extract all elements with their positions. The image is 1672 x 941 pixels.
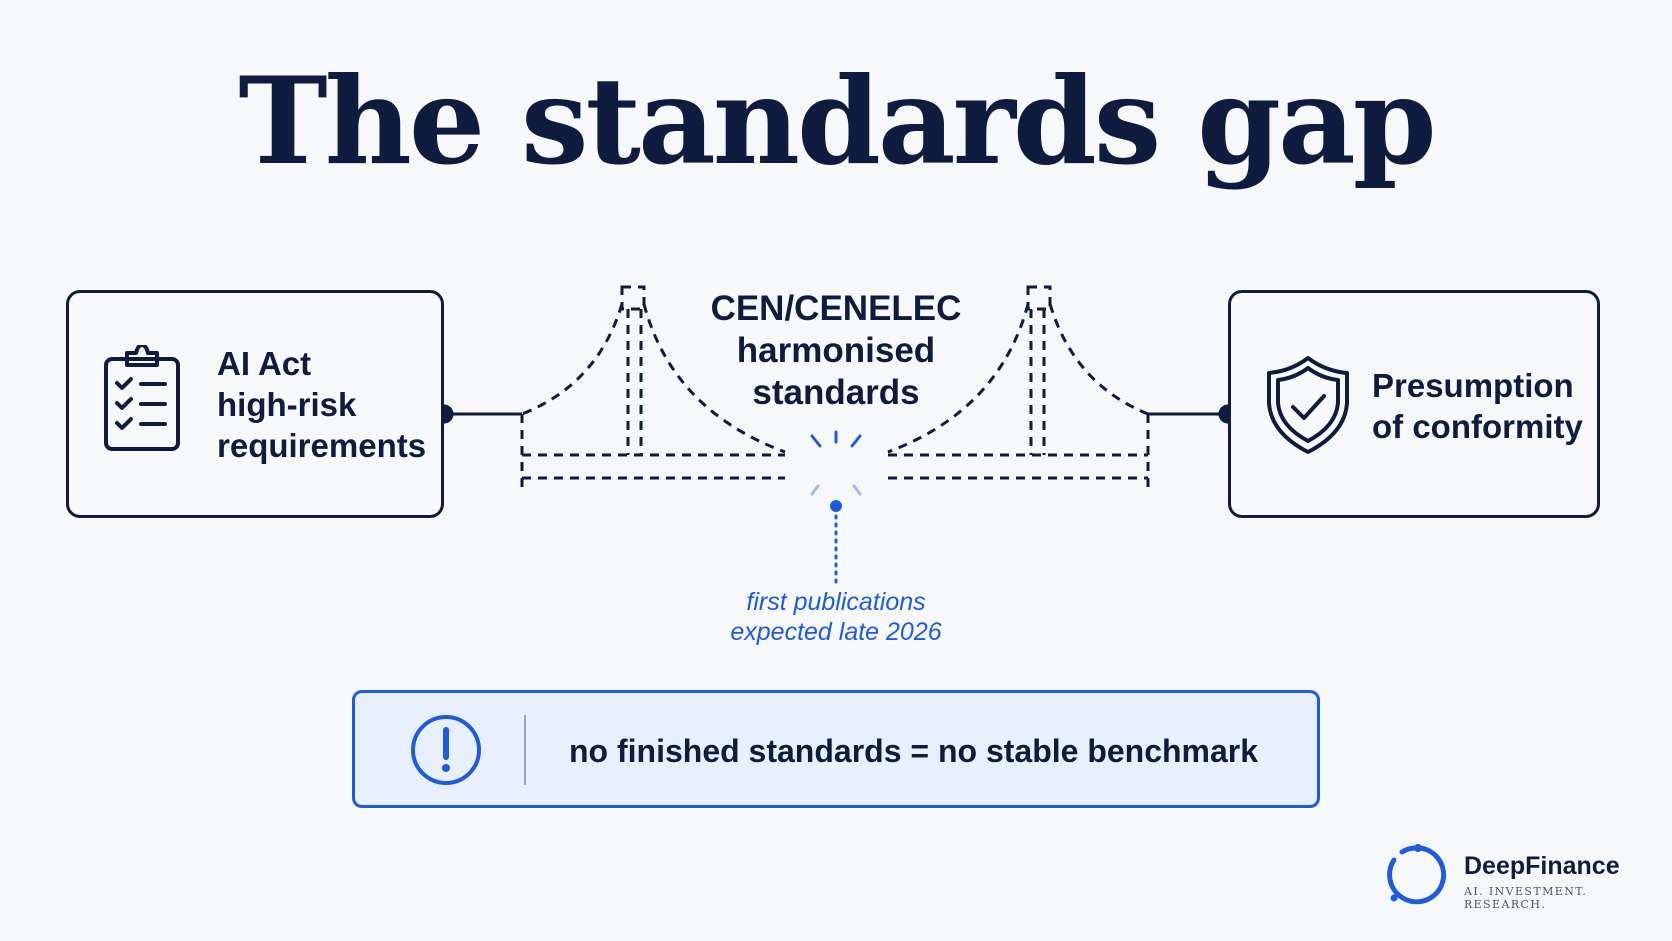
shield-check-icon	[1267, 356, 1349, 454]
presumption-label-line: of conformity	[1372, 408, 1583, 445]
brand-tagline: AI. INVESTMENT. RESEARCH.	[1464, 885, 1588, 911]
presumption-box: Presumption of conformity	[1228, 290, 1600, 518]
gap-spark-icon	[810, 430, 862, 448]
gap-dot	[830, 500, 842, 512]
bridge-label-line: harmonised	[736, 331, 936, 370]
presumption-label: Presumption of conformity	[1372, 365, 1583, 447]
brand-name: DeepFinance	[1464, 852, 1620, 880]
ai-act-label-line: requirements	[217, 427, 427, 464]
warning-banner: no finished standards = no stable benchm…	[352, 690, 1320, 808]
right-cable-inner	[887, 303, 1030, 454]
left-tower	[620, 285, 646, 311]
publication-note-line: expected late 2026	[730, 618, 942, 646]
banner-divider	[524, 715, 526, 785]
ai-act-label-line: AI Act	[217, 345, 312, 382]
left-cable-outer	[521, 303, 624, 416]
clipboard-checklist-icon	[104, 345, 180, 451]
bridge-label-line: CEN/CENELEC	[710, 289, 962, 328]
publication-note-line: first publications	[746, 588, 926, 616]
publication-note: first publications expected late 2026	[700, 587, 972, 647]
bridge-label: CEN/CENELEC harmonised standards	[690, 288, 982, 414]
presumption-label-line: Presumption	[1372, 367, 1574, 404]
ai-act-box: AI Act high-risk requirements	[66, 290, 444, 518]
right-cable-outer	[1048, 303, 1149, 416]
exclamation-circle-icon	[411, 715, 481, 785]
banner-text: no finished standards = no stable benchm…	[569, 733, 1259, 769]
ai-act-label-line: high-risk	[217, 386, 357, 423]
page-title: The standards gap	[238, 51, 1436, 192]
deepfinance-logo-icon	[1387, 844, 1447, 905]
ai-act-label: AI Act high-risk requirements	[217, 343, 426, 466]
gap-spark-faint-icon	[810, 484, 862, 496]
right-tower	[1026, 285, 1052, 311]
left-cable-inner	[642, 303, 786, 454]
bridge-label-line: standards	[752, 373, 920, 412]
